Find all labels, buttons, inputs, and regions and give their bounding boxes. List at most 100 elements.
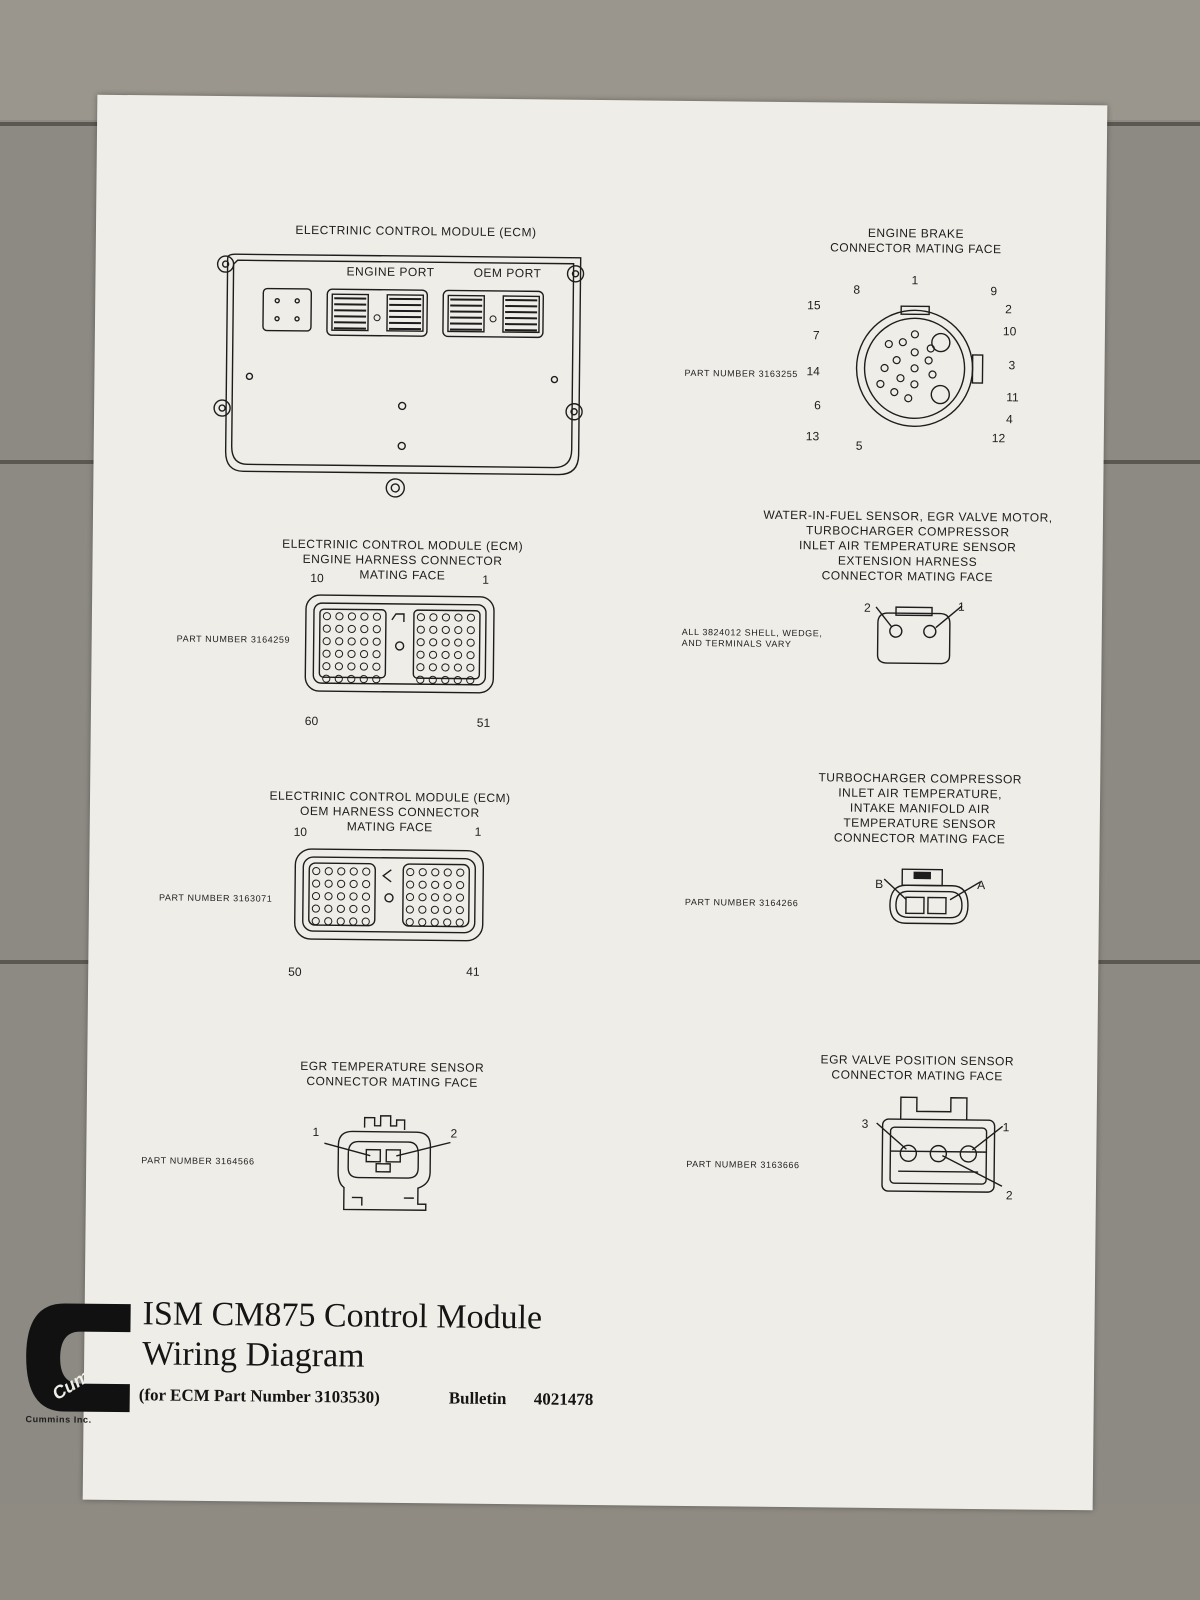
egr-valve-connector-drawing [876,1096,1004,1193]
brake-pin-12: 12 [991,431,1006,446]
egr-temp-title: EGR TEMPERATURE SENSOR CONNECTOR MATING … [300,1058,485,1090]
connector-pin-hole [418,880,427,889]
connector-pin-hole [429,613,438,622]
connector-pin-hole [311,916,320,926]
connector-pin-hole [322,624,331,633]
connector-pin-hole [322,662,331,671]
engine-harness-pin-tr: 1 [482,572,490,587]
brake-pin-6: 6 [814,398,821,413]
connector-pin-hole [347,649,356,659]
connector-pin-hole [428,663,438,672]
egr-valve-title: EGR VALVE POSITION SENSOR CONNECTOR MATI… [820,1052,1015,1084]
connector-pin-hole [416,638,425,647]
connector-pin-hole [334,649,344,658]
connector-pin-hole [347,637,356,646]
connector-pin-hole [441,663,450,672]
engine-harness-connector-drawing [304,594,495,694]
engine-harness-title: ELECTRINIC CONTROL MODULE (ECM) ENGINE H… [282,536,524,583]
connector-pin-hole [455,893,465,902]
brake-pin-hole [910,348,919,357]
oem-harness-title: ELECTRINIC CONTROL MODULE (ECM) OEM HARN… [269,788,511,835]
connector-pin-hole [372,662,381,671]
brake-pin-hole [910,364,919,373]
connector-pin-hole [347,674,356,684]
water-in-fuel-connector-drawing [875,605,963,665]
connector-pin-hole [361,905,370,914]
connector-pin-hole [322,649,331,658]
turbo-inlet-title: TURBOCHARGER COMPRESSOR INLET AIR TEMPER… [818,770,1023,847]
connector-pin-hole [429,638,438,647]
connector-pin-hole [418,905,427,914]
connector-pin-hole [360,624,369,634]
engine-harness-pin-tl: 10 [310,571,324,586]
connector-pin-hole [443,905,452,915]
connector-pin-hole [372,650,381,659]
connector-pin-hole [360,637,369,646]
connector-pin-hole [349,892,358,901]
brake-pin-5: 5 [855,438,863,453]
document-title-line1: ISM CM875 Control Module [142,1295,543,1337]
brake-pin-14: 14 [806,364,820,379]
brake-pin-11: 11 [1006,390,1019,405]
brake-pin-hole [896,374,905,383]
connector-pin-hole [312,879,321,888]
brake-pin-7: 7 [812,328,820,343]
brake-pin-hole [904,394,913,403]
brake-pin-9: 9 [990,284,998,299]
connector-pin-hole [443,880,452,890]
document-title-line2: Wiring Diagram [142,1335,365,1375]
connector-pin-hole [466,613,476,622]
connector-pin-hole [454,613,463,622]
connector-pin-hole [372,675,381,684]
connector-pin-hole [431,880,440,889]
brake-pin-15: 15 [807,298,821,313]
connector-pin-hole [466,626,475,635]
connector-pin-hole [347,624,356,634]
connector-pin-hole [466,638,475,647]
connector-pin-hole [454,638,463,647]
egr-temp-connector-drawing [324,1115,451,1211]
connector-pin-hole [466,663,475,672]
connector-pin-hole [453,650,463,660]
oem-harness-pin-tr: 1 [474,824,482,839]
connector-pin-hole [441,675,450,685]
oem-harness-pin-tl: 10 [293,824,308,839]
wood-plank [0,1505,1200,1600]
brake-pin-hole [876,379,885,389]
connector-pin-hole [335,624,344,633]
connector-pin-hole [322,674,331,683]
cummins-logo: Cummins [26,1303,131,1413]
connector-pin-hole [322,612,332,621]
ecm-title: ELECTRINIC CONTROL MODULE (ECM) [295,222,537,240]
connector-pin-hole [406,880,415,889]
water-in-fuel-title: WATER-IN-FUEL SENSOR, EGR VALVE MOTOR, T… [763,507,1053,585]
connector-pin-hole [453,663,463,672]
brake-pin-hole [890,388,899,397]
engine-harness-part-number: PART NUMBER 3164259 [176,633,291,645]
connector-pin-hole [430,893,440,902]
diagram-sheet: ELECTRINIC CONTROL MODULE (ECM) [25,94,1108,1511]
connector-pin-hole [347,662,356,671]
brake-pin-hole [926,344,935,353]
bulletin-label: Bulletin [448,1388,507,1409]
brake-pin-10: 10 [1002,324,1017,339]
connector-pin-hole [359,674,368,684]
connector-pin-hole [349,917,358,926]
engine-harness-pin-br: 51 [476,715,491,730]
connector-pin-hole [416,613,426,622]
connector-pin-hole [359,649,369,659]
connector-pin-hole [406,867,415,877]
bulletin-number: 4021478 [533,1389,594,1410]
connector-pin-hole [336,904,345,913]
oem-harness-part-number: PART NUMBER 3163071 [158,892,273,904]
connector-pin-hole [359,662,369,671]
connector-pin-hole [443,868,452,877]
connector-pin-hole [361,892,371,901]
connector-pin-hole [456,880,465,890]
brake-pin-hole [928,370,937,379]
connector-pin-hole [336,917,345,926]
egr-temp-part-number: PART NUMBER 3164566 [141,1155,255,1167]
connector-pin-hole [466,676,475,685]
engine-port-label: ENGINE PORT [346,264,435,280]
connector-pin-hole [334,674,343,683]
